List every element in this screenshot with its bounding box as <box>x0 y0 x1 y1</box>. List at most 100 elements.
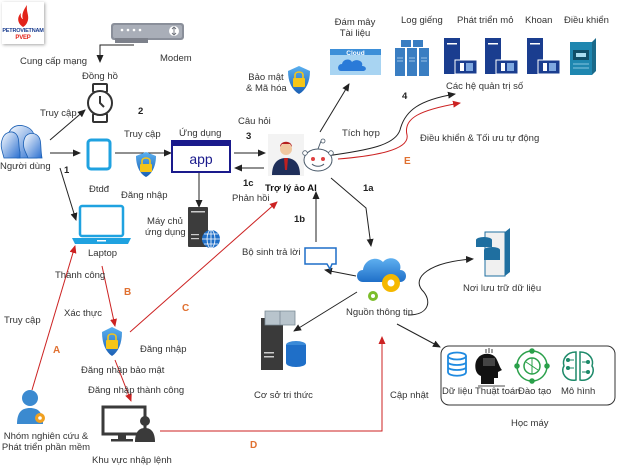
database-server-icon <box>476 228 510 277</box>
edge-modem-watch <box>96 44 134 63</box>
modem-label: Modem <box>160 53 192 64</box>
step-3: 3 <box>246 131 252 142</box>
users-icon <box>0 125 43 159</box>
edge-infosource-ml <box>396 323 441 348</box>
edge-ai-infosource <box>330 177 374 247</box>
edge-infosource-generator <box>324 267 357 277</box>
research-team-label-line2: Phát triển phần mềm <box>1 442 91 453</box>
cloud-docs-label-line2: Tài liệu <box>339 28 371 39</box>
system-label-dieu-khien: Điều khiển <box>564 15 609 26</box>
app-server-label: Máy chủ ứng dụng <box>145 216 186 238</box>
edge-label-control-optimize: Điều khiển & Tối ưu tự động <box>420 133 540 144</box>
ai-assistant-label: Trợ lý ảo AI <box>265 183 317 194</box>
edges-black <box>49 44 474 348</box>
laptop-label: Laptop <box>88 248 118 259</box>
data-storage-label: Nơi lưu trữ dữ liệu <box>463 283 542 294</box>
flow-label-a: A <box>53 345 61 356</box>
edge-infosource-storage <box>407 255 474 316</box>
monitor-user-icon <box>101 405 155 442</box>
server-icon <box>527 38 561 75</box>
speech-bubble-icon <box>304 247 337 271</box>
server-icon <box>485 38 519 75</box>
security-shield-icon <box>288 66 310 94</box>
cloud-docs-label-line1: Đám mây <box>334 17 376 28</box>
ml-item-label-model: Mô hình <box>561 386 596 397</box>
knowledge-base-label: Cơ sở tri thức <box>254 390 313 401</box>
user-gear-icon <box>17 390 45 424</box>
network-label: Cung cấp mạng <box>20 56 88 67</box>
edge-flow-d <box>160 336 386 432</box>
logo-line1: PETROVIETNAM <box>2 28 44 34</box>
ml-group-label: Học máy <box>511 418 549 429</box>
response-gen-label: Bộ sinh trả lời <box>242 247 301 258</box>
edge-label-access-app: Truy cập <box>124 129 161 140</box>
edge-flow-b <box>101 265 117 327</box>
brain-circuit-icon <box>562 351 594 381</box>
login-shield-icon <box>136 152 156 177</box>
control-cabinet-icon <box>570 38 596 75</box>
edge-ai-cloud <box>319 83 350 133</box>
security-label: Bảo mật & Mã hóa <box>246 72 287 94</box>
flow-label-e: E <box>404 156 411 167</box>
edges-red <box>31 100 461 432</box>
cloud-icon: Cloud <box>330 49 381 75</box>
security-label-line2: & Mã hóa <box>246 83 287 94</box>
step-1: 1 <box>64 165 70 176</box>
step-4: 4 <box>402 91 408 102</box>
edge-label-access-watch: Truy cập <box>40 108 77 119</box>
app-server-label-line1: Máy chủ <box>147 216 183 227</box>
command-area-label: Khu vực nhập lệnh <box>92 455 172 466</box>
head-algorithm-icon <box>475 348 505 387</box>
modem-icon <box>111 23 184 43</box>
edge-label-login: Đăng nhập <box>140 344 187 355</box>
research-team-label-line1: Nhóm nghiên cứu & <box>3 431 89 442</box>
cloud-docs-label: Đám mây Tài liệu <box>330 17 380 39</box>
edge-flow-a <box>31 245 77 391</box>
edge-login-command <box>114 359 132 402</box>
secure-login-label: Đăng nhập bảo mật <box>81 365 165 376</box>
laptop-icon <box>72 204 131 244</box>
step-1b: 1b <box>294 214 306 225</box>
edge-label-update: Cập nhật <box>390 390 429 401</box>
brain-cycle-icon <box>514 348 550 384</box>
app-window-icon: app <box>171 140 231 173</box>
secure-login-shield-icon <box>102 327 122 356</box>
edge-ai-systems <box>325 91 456 157</box>
security-label-line1: Bảo mật <box>248 72 284 83</box>
research-team-label: Nhóm nghiên cứu & Phát triển phần mềm <box>0 431 92 453</box>
step-2: 2 <box>138 106 144 117</box>
flow-label-d: D <box>250 440 258 451</box>
ai-assistant-icon <box>268 134 334 176</box>
flow-label-b: B <box>124 287 132 298</box>
info-source-label: Nguồn thông tin <box>346 307 414 318</box>
watch-label: Đồng hồ <box>82 71 118 82</box>
server-cluster-icon <box>395 40 429 76</box>
phone-label: Đtdđ <box>89 184 110 195</box>
system-label-phat-trien-mo: Phát triển mỏ <box>457 15 514 26</box>
cloud-label: Cloud <box>346 50 364 57</box>
step-1c: 1c <box>243 178 254 189</box>
system-label-khoan: Khoan <box>525 15 553 26</box>
edge-label-access-research: Truy cập <box>4 315 41 326</box>
ml-item-label-algorithm: Thuật toán <box>475 386 521 397</box>
web-server-icon <box>188 207 220 249</box>
server-icon <box>444 38 478 75</box>
watch-icon <box>87 83 113 123</box>
database-icon <box>447 351 467 377</box>
app-window-text: app <box>189 151 213 167</box>
edge-users-laptop <box>59 167 78 221</box>
login-shield-label: Đăng nhập <box>121 190 168 201</box>
edge-label-integrate: Tích hợp <box>342 128 380 139</box>
cloud-gear-icon <box>357 258 406 301</box>
edge-users-watch <box>49 109 86 141</box>
app-label: Ứng dụng <box>179 128 222 139</box>
edge-label-login-success: Đăng nhập thành công <box>88 385 185 396</box>
edge-label-response: Phản hồi <box>232 193 270 204</box>
edge-label-question: Câu hỏi <box>238 116 271 127</box>
phone-icon <box>86 138 112 171</box>
users-label: Người dùng <box>0 161 51 172</box>
edge-label-success: Thành công <box>55 270 106 281</box>
ml-item-label-training: Đào tạo <box>518 386 552 397</box>
edge-infosource-kb <box>293 291 358 332</box>
